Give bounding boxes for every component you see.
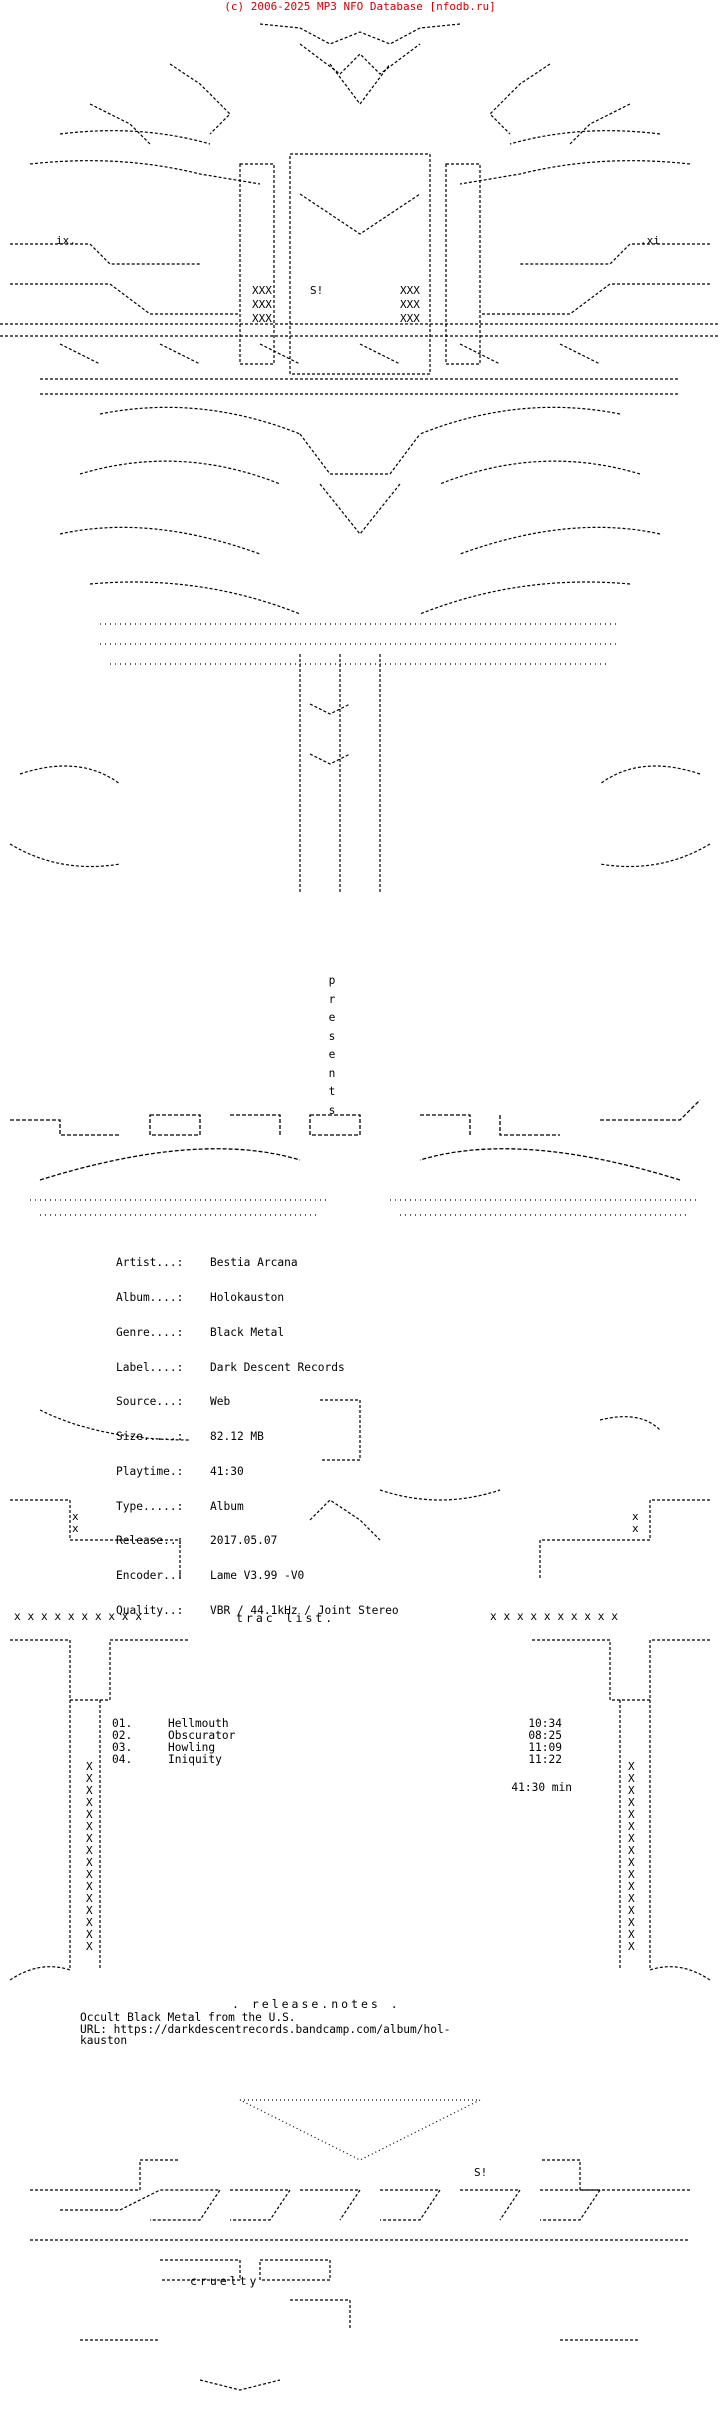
- ascii-art-bottom: S!: [0, 2080, 720, 2412]
- ascii-art-logo-band: [0, 1060, 720, 1230]
- svg-text:X: X: [86, 1844, 93, 1857]
- info-row: Album....:Holokauston: [116, 1290, 285, 1304]
- art-text-xi: .xi: [640, 234, 660, 247]
- release-notes-line: Occult Black Metal from the U.S.: [80, 2011, 296, 2024]
- release-notes: Occult Black Metal from the U.S. URL: ht…: [80, 2012, 600, 2047]
- track-row: 02. Obscurator 08:25: [112, 1729, 562, 1742]
- track-row: 03. Howling 11:09: [112, 1741, 562, 1754]
- info-row: Label....:Dark Descent Records: [116, 1360, 345, 1374]
- svg-text:X: X: [86, 1904, 93, 1917]
- svg-text:X: X: [628, 1940, 635, 1953]
- svg-text:XXX: XXX: [400, 284, 420, 297]
- bottom-tag: cruelty: [190, 2274, 260, 2288]
- svg-text:X: X: [86, 1880, 93, 1893]
- info-row: Playtime.:41:30: [116, 1464, 244, 1478]
- svg-text:X: X: [628, 1880, 635, 1893]
- svg-text:X: X: [628, 1856, 635, 1869]
- svg-text:XXX: XXX: [400, 312, 420, 325]
- bottom-art-signature: S!: [474, 2166, 487, 2179]
- svg-text:X: X: [86, 1940, 93, 1953]
- svg-text:XXX: XXX: [400, 298, 420, 311]
- svg-text:X: X: [86, 1796, 93, 1809]
- info-row: Quality..:VBR / 44.1kHz / Joint Stereo: [116, 1604, 399, 1617]
- info-row: Artist...:Bestia Arcana: [116, 1256, 298, 1270]
- svg-text:X: X: [628, 1760, 635, 1773]
- x-row-right: x x x x x x x x x x: [490, 1610, 618, 1623]
- svg-text:x: x: [632, 1522, 639, 1535]
- track-row: 01. Hellmouth 10:34: [112, 1717, 562, 1730]
- svg-text:X: X: [86, 1784, 93, 1797]
- svg-text:x: x: [72, 1522, 79, 1535]
- svg-text:X: X: [628, 1892, 635, 1905]
- svg-text:X: X: [86, 1868, 93, 1881]
- info-row: Size.....:82.12 MB: [116, 1430, 264, 1444]
- svg-text:X: X: [628, 1784, 635, 1797]
- site-header-text: (c) 2006-2025 MP3 NFO Database [nfodb.ru…: [224, 0, 496, 13]
- presents-vertical: p r e s e n t s: [328, 974, 336, 1117]
- release-info: Artist...:Bestia Arcana Album....:Holoka…: [116, 1234, 399, 1628]
- svg-text:XXX: XXX: [252, 312, 272, 325]
- svg-text:X: X: [628, 1796, 635, 1809]
- info-row: Source...:Web: [116, 1395, 231, 1409]
- info-row: Genre....:Black Metal: [116, 1325, 285, 1339]
- svg-text:X: X: [628, 1868, 635, 1881]
- svg-text:X: X: [628, 1844, 635, 1857]
- release-notes-line: kauston: [80, 2034, 128, 2048]
- svg-text:X: X: [628, 1916, 635, 1929]
- svg-text:X: X: [628, 1904, 635, 1917]
- release-notes-heading: . release.notes .: [232, 1997, 401, 2011]
- release-notes-line: URL: https://darkdescentrecords.bandcamp…: [80, 2022, 451, 2036]
- site-header: (c) 2006-2025 MP3 NFO Database [nfodb.ru…: [0, 0, 720, 14]
- svg-text:X: X: [86, 1808, 93, 1821]
- ascii-art-top-drawing: ix. .xi XXX XXX XXX XXX XXX XXX S!: [0, 23, 720, 894]
- info-row: Encoder..:Lame V3.99 -V0: [116, 1569, 305, 1583]
- ascii-art-top: ix. .xi XXX XXX XXX XXX XXX XXX S!: [0, 14, 720, 894]
- tracklist-heading: trac list.: [236, 1611, 336, 1625]
- svg-text:x: x: [632, 1510, 639, 1523]
- svg-text:X: X: [628, 1808, 635, 1821]
- svg-text:XXX: XXX: [252, 284, 272, 297]
- svg-text:X: X: [86, 1856, 93, 1869]
- svg-text:x: x: [72, 1510, 79, 1523]
- track-row: 04. Iniquity 11:22: [112, 1753, 562, 1766]
- svg-text:XXX: XXX: [252, 298, 272, 311]
- art-text-ix: ix.: [56, 234, 76, 247]
- x-row-left: x x x x x x x x x x: [14, 1610, 142, 1623]
- svg-text:X: X: [86, 1820, 93, 1833]
- svg-text:X: X: [628, 1820, 635, 1833]
- svg-text:X: X: [628, 1928, 635, 1941]
- info-row: Type.....:Album: [116, 1499, 244, 1513]
- svg-text:X: X: [86, 1760, 93, 1773]
- info-row: Release..:2017.05.07: [116, 1534, 278, 1548]
- svg-text:X: X: [628, 1832, 635, 1845]
- art-signature: S!: [310, 284, 323, 297]
- svg-text:X: X: [86, 1772, 93, 1785]
- svg-text:X: X: [628, 1772, 635, 1785]
- total-playtime: 41:30 min: [511, 1781, 572, 1794]
- svg-text:X: X: [86, 1916, 93, 1929]
- svg-text:X: X: [86, 1928, 93, 1941]
- svg-text:X: X: [86, 1832, 93, 1845]
- svg-text:X: X: [86, 1892, 93, 1905]
- tracklist: 01. Hellmouth 10:34 02. Obscurator 08:25…: [112, 1717, 572, 1794]
